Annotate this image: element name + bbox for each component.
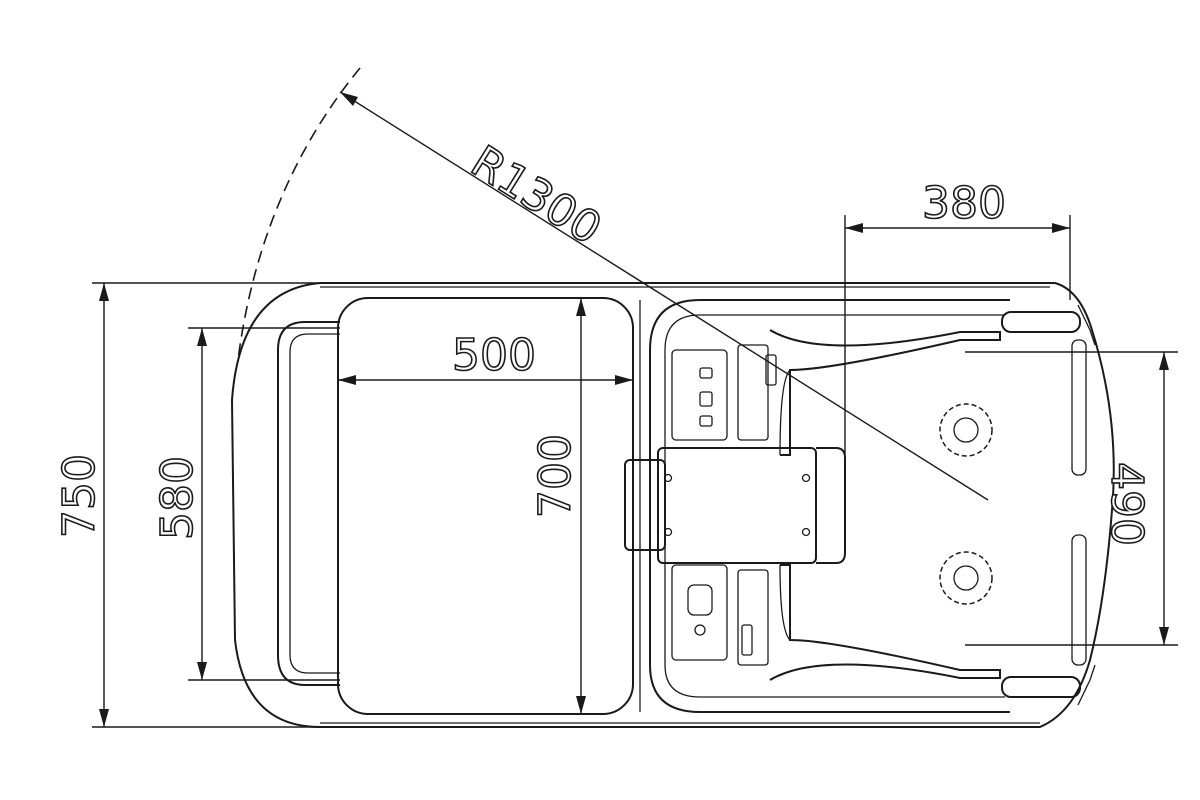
rear-handle [277, 321, 340, 686]
cabin-frame [639, 299, 1010, 713]
dimension-rear-offset: 380 [844, 177, 1071, 455]
front-rails [1001, 304, 1096, 706]
seat [337, 297, 634, 715]
dim-label-overall-width: 750 [54, 454, 105, 538]
dimension-seat-depth: 700 [529, 298, 586, 714]
dim-label-track-width: 490 [1101, 462, 1152, 546]
dim-label-rear-offset: 380 [922, 178, 1006, 229]
dimension-seat-width: 500 [338, 329, 633, 385]
mechanism-upper [671, 344, 777, 441]
foot-area [769, 329, 1001, 681]
wheel-lower [939, 551, 993, 605]
dim-label-seat-width: 500 [452, 330, 536, 381]
wheel-upper [939, 403, 993, 457]
battery-box [624, 447, 846, 564]
dim-label-handle-width: 580 [152, 456, 203, 540]
dimension-handle-width: 580 [151, 327, 340, 681]
dim-label-radius: R1300 [462, 136, 610, 255]
vehicle-body [230, 282, 1115, 728]
dimension-track-width: 490 [965, 351, 1178, 646]
dimension-overall-width: 750 [53, 282, 320, 728]
mechanism-lower [671, 564, 769, 666]
dim-label-seat-depth: 700 [530, 434, 581, 518]
